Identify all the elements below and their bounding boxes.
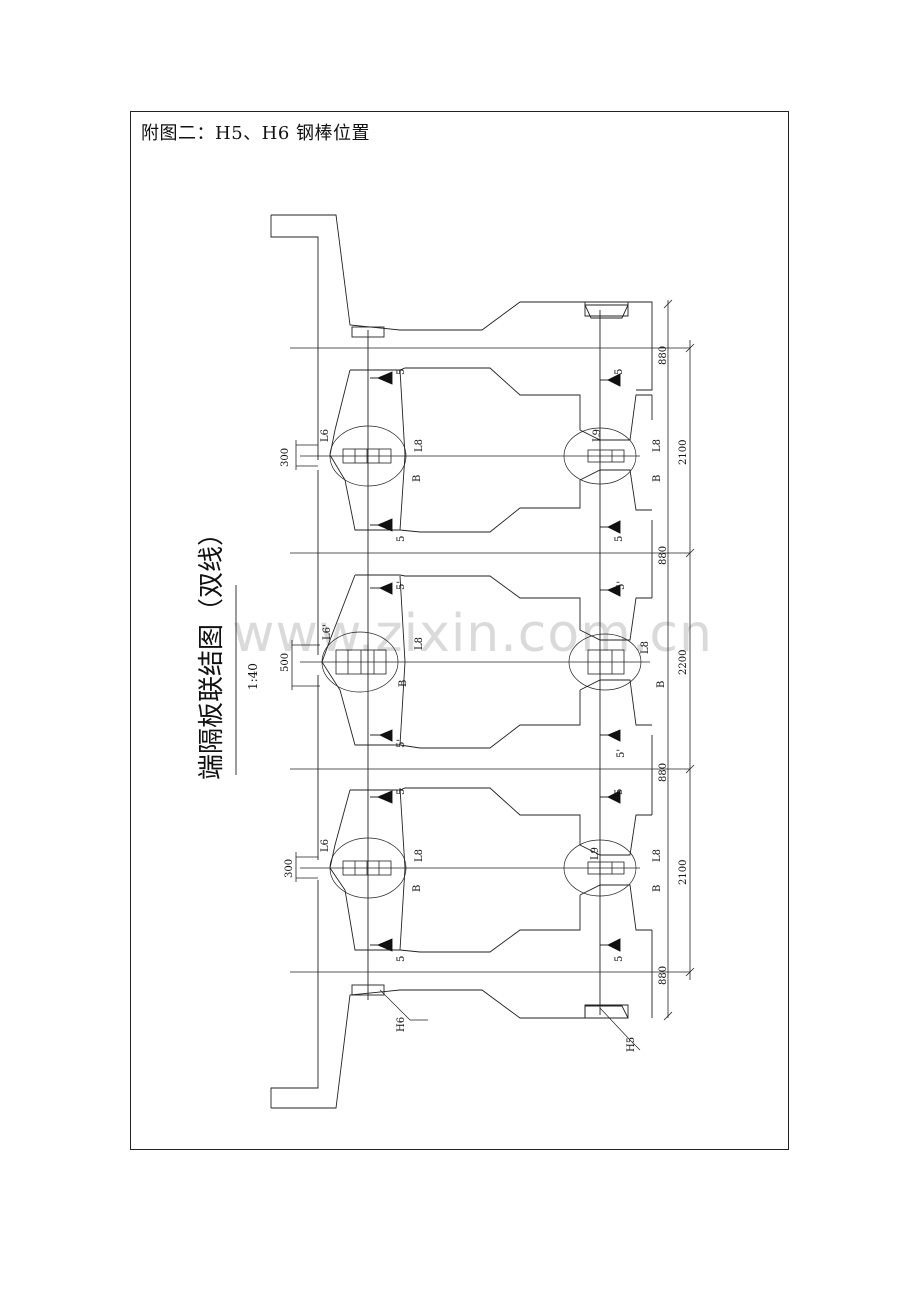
rebar-label-b: B bbox=[652, 475, 663, 482]
top-girder-right-edge bbox=[628, 301, 653, 391]
drawing-title-group: 端隔板联结图（双线） 1:40 bbox=[197, 520, 260, 780]
dim-label: 880 bbox=[658, 346, 669, 365]
left-dim-label: 300 bbox=[280, 448, 291, 467]
section-markers bbox=[370, 371, 621, 952]
left-dim-label: 300 bbox=[284, 859, 295, 878]
rebar-label-b: B bbox=[412, 885, 423, 892]
right-dimension-chain bbox=[663, 299, 695, 1021]
section-label-5: 5 bbox=[396, 789, 407, 795]
box-girder-2 bbox=[321, 574, 652, 749]
bottom-bearing-right bbox=[584, 1005, 629, 1019]
rebar-label-l8: L8 bbox=[414, 439, 425, 452]
dim-label: 2100 bbox=[678, 860, 689, 885]
dim-label: 880 bbox=[658, 763, 669, 782]
section-label-5: 5 bbox=[614, 536, 625, 542]
section-label-5p: 5' bbox=[616, 581, 627, 590]
box-girder-3 bbox=[329, 787, 652, 953]
section-label-5: 5 bbox=[396, 536, 407, 542]
rebar-label-b: B bbox=[652, 885, 663, 892]
section-label-5: 5 bbox=[396, 956, 407, 962]
page-heading: 附图二：H5、H6 钢棒位置 bbox=[141, 123, 371, 144]
top-bearing-right bbox=[584, 304, 629, 319]
watermark: www.zixin.com.cn bbox=[232, 604, 713, 664]
dim-label: 880 bbox=[658, 966, 669, 985]
rebar-label-b: B bbox=[398, 680, 409, 687]
rebar-label-l8: L8 bbox=[652, 439, 663, 452]
rebar-label-l9: L9 bbox=[590, 847, 601, 860]
rebar-label-l6: L6 bbox=[320, 839, 331, 852]
left-dimension-marks bbox=[291, 440, 320, 882]
dim-label: 2100 bbox=[678, 440, 689, 465]
joint-circles bbox=[321, 425, 642, 899]
girder-centerlines bbox=[290, 347, 690, 973]
section-label-5: 5 bbox=[614, 369, 625, 375]
section-label-5p: 5' bbox=[616, 749, 627, 758]
box-girder-1 bbox=[329, 367, 652, 533]
rebar-label-b: B bbox=[656, 681, 667, 688]
rebar-label-l8: L8 bbox=[640, 641, 651, 654]
right-dimension-labels: 880 2100 880 2200 880 2100 880 bbox=[658, 346, 689, 985]
section-label-5: 5 bbox=[396, 369, 407, 375]
bottom-end-girder-outline bbox=[271, 989, 629, 1109]
section-label-5: 5 bbox=[614, 789, 625, 795]
rebar-label-l8: L8 bbox=[414, 849, 425, 862]
rebar-label-b: B bbox=[412, 475, 423, 482]
rebar-label-l6p: L6' bbox=[322, 624, 333, 640]
section-label-5p: 5' bbox=[396, 581, 407, 590]
rebar-label-h5: H5 bbox=[626, 1037, 637, 1052]
rebar-label-l6: L6 bbox=[320, 429, 331, 442]
section-label-5: 5 bbox=[614, 956, 625, 962]
bottom-girder-left-edge bbox=[270, 995, 319, 1108]
left-dimension-labels: 300 500 300 bbox=[280, 448, 295, 878]
section-label-5p: 5' bbox=[396, 739, 407, 748]
rebar-labels: L6 L8 B L9 L8 B L6' L8 B L8 B L6 L8 B L9… bbox=[320, 429, 667, 1052]
h6-leader bbox=[379, 989, 428, 1021]
section-labels: 5 5 5 5 5' 5' 5' 5' 5 5 5 5 bbox=[396, 369, 627, 962]
left-dim-label: 500 bbox=[280, 653, 291, 672]
top-girder-left-edge bbox=[270, 215, 319, 460]
rebar-label-l8: L8 bbox=[652, 849, 663, 862]
drawing-title: 端隔板联结图（双线） bbox=[197, 520, 227, 780]
h5-leader bbox=[599, 1007, 641, 1051]
dim-label: 880 bbox=[658, 546, 669, 565]
rebar-cages bbox=[335, 448, 625, 876]
dim-label: 2200 bbox=[678, 650, 689, 675]
drawing-frame bbox=[130, 111, 789, 1150]
rebar-label-h6: H6 bbox=[396, 1017, 407, 1032]
drawing-scale: 1:40 bbox=[246, 663, 260, 690]
top-end-girder-outline bbox=[271, 214, 629, 331]
rebar-label-l8: L8 bbox=[414, 637, 425, 650]
rebar-label-l9: L9 bbox=[592, 429, 603, 442]
